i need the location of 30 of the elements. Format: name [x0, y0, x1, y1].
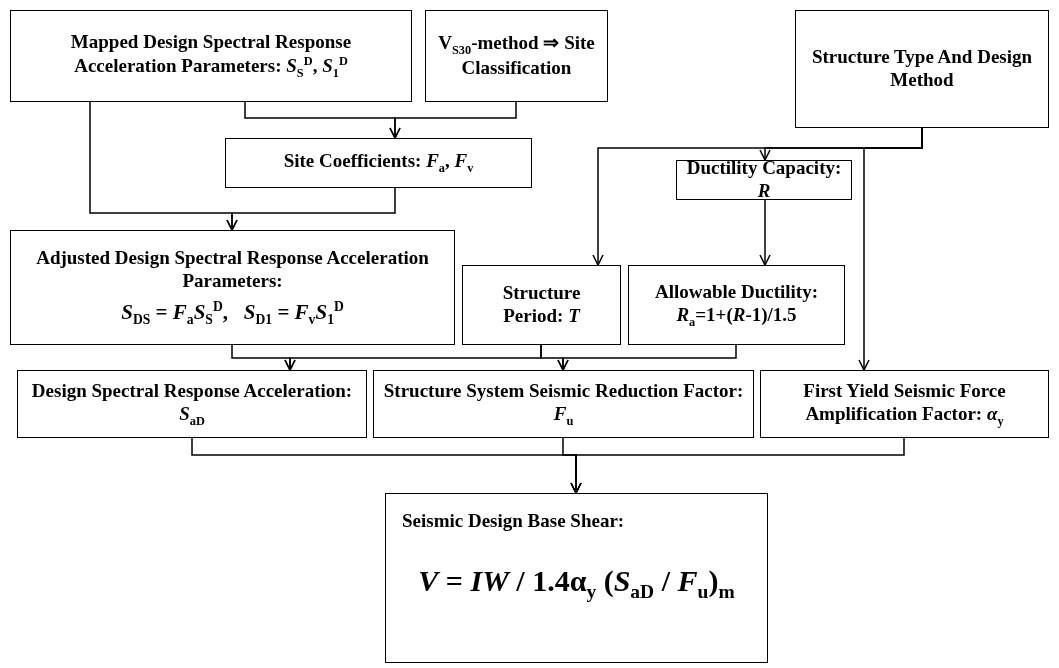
- process-box: [385, 493, 768, 663]
- box-label: First Yield Seismic Force Amplification Factor: α$_{y}$: [802, 379, 1007, 429]
- box-label: Structure Period: T: [501, 282, 582, 328]
- box-label: Allowable Ductility: R$_{a}$=1+(R-1)/1.5: [653, 280, 820, 330]
- process-box: [425, 10, 608, 102]
- process-box: [17, 370, 367, 438]
- process-box: [462, 265, 621, 345]
- box-label: Structure Type And Design Method: [810, 46, 1034, 92]
- process-box: [760, 370, 1049, 438]
- box-label: Seismic Design Base Shear:: [402, 510, 625, 533]
- process-box: [373, 370, 754, 438]
- process-box: [10, 10, 412, 102]
- process-box: [676, 160, 852, 200]
- process-box: [10, 230, 455, 345]
- process-box: [225, 138, 532, 188]
- box-label: Design Spectral Response Acceleration: S$_{aD}$: [30, 379, 354, 429]
- arrow: [570, 437, 905, 494]
- arrow: [389, 101, 517, 139]
- process-box: [628, 265, 845, 345]
- box-label: Ductility Capacity: R: [685, 157, 843, 203]
- box-label: Structure System Seismic Reduction Factor: F$_{u}$: [382, 379, 745, 429]
- process-box: [795, 10, 1049, 128]
- box-label: V$_{S30}$-method ⇒ Site Classification: [437, 31, 596, 81]
- arrow: [226, 187, 396, 231]
- arrow: [759, 199, 771, 266]
- arrow: [858, 127, 923, 371]
- box-label: Site Coefficients: F$_{a}$, F$_{v}$: [283, 150, 474, 176]
- box-label: Adjusted Design Spectral Response Acceleration Parameters:: [35, 246, 430, 293]
- formula-text: V = IW / 1.4α$_{y}$ (S$_{aD}$ / F$_{u}$)$_{m}$: [418, 562, 735, 604]
- arrow: [557, 344, 737, 371]
